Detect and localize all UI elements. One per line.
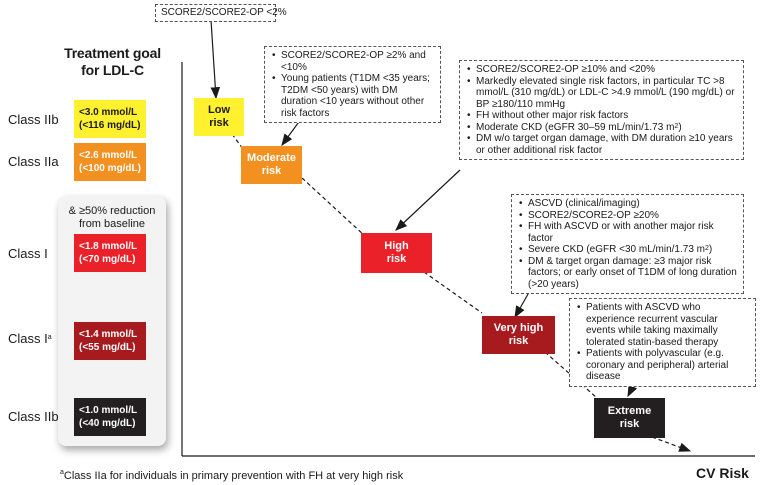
class-label-iib-top: Class IIb: [8, 112, 59, 127]
class-label-i: Class I: [8, 246, 48, 261]
criteria-high-item-4-text: Moderate CKD (eGFR 30–59 mL/min/1.73 m: [476, 121, 675, 133]
criteria-box-high: SCORE2/SCORE2-OP ≥10% and <20% Markedly …: [459, 60, 744, 160]
criteria-moderate-item-2: Young patients (T1DM <35 years; T2DM <50…: [272, 73, 434, 119]
criteria-high-item-4-sup: 2: [674, 122, 679, 130]
criteria-box-extreme: Patients with ASCVD who experience recur…: [569, 298, 756, 387]
criteria-high-item-3: FH without other major risk factors: [467, 110, 737, 122]
goal-box-1-4-line1: <1.4 mmol/L: [79, 329, 138, 340]
risk-box-high-line1: High: [384, 240, 409, 252]
goal-box-2-6-line2: (<100 mg/dL): [79, 163, 141, 174]
criteria-box-low: SCORE2/SCORE2-OP <2%: [155, 4, 287, 22]
criteria-high-item-2: Markedly elevated single risk factors, i…: [467, 76, 737, 111]
criteria-box-very-high: ASCVD (clinical/imaging) SCORE2/SCORE2-O…: [511, 194, 744, 294]
criteria-high-item-5: DM w/o target organ damage, with DM dura…: [467, 133, 737, 156]
class-label-i-a: Class Ia: [8, 331, 68, 347]
risk-box-low-line1: Low: [208, 104, 230, 116]
risk-box-very-high: Very high risk: [482, 316, 555, 354]
criteria-very-high-item-1: ASCVD (clinical/imaging): [519, 198, 737, 210]
risk-box-extreme-line1: Extreme: [607, 405, 652, 417]
class-label-i-a-text: Class I: [8, 331, 48, 346]
goal-box-2-6: <2.6 mmol/L (<100 mg/dL): [74, 143, 146, 181]
footnote-text: Class IIa for individuals in primary pre…: [63, 470, 404, 482]
goal-box-3-0: <3.0 mmol/L (<116 mg/dL): [74, 100, 146, 138]
criteria-high-item-1: SCORE2/SCORE2-OP ≥10% and <20%: [467, 64, 737, 76]
criteria-very-high-item-3: FH with ASCVD or with another major risk…: [519, 221, 737, 244]
goal-box-1-0-line1: <1.0 mmol/L: [79, 405, 138, 416]
criteria-very-high-item-4-sup: 2: [705, 245, 709, 252]
treatment-goal-heading-line1: Treatment goal: [64, 45, 161, 61]
criteria-extreme-item-2: Patients with polyvascular (e.g. coronar…: [577, 348, 749, 383]
goal-box-2-6-line1: <2.6 mmol/L: [79, 150, 138, 161]
risk-box-high-line2: risk: [386, 253, 407, 265]
reduction-note-line2: from baseline: [78, 218, 146, 230]
goal-box-3-0-line2: (<116 mg/dL): [79, 120, 141, 131]
reduction-note-line1: & ≥50% reduction: [68, 205, 156, 217]
risk-box-moderate: Moderate risk: [241, 146, 302, 184]
goal-box-1-0: <1.0 mmol/L (<40 mg/dL): [74, 398, 146, 436]
criteria-high-item-4-close: ): [678, 121, 682, 133]
criteria-box-moderate: SCORE2/SCORE2-OP ≥2% and <10% Young pati…: [264, 46, 441, 123]
goal-box-1-4-line2: (<55 mg/dL): [79, 342, 136, 353]
footnote: aClass IIa for individuals in primary pr…: [60, 469, 404, 482]
risk-box-low: Low risk: [194, 98, 244, 136]
goal-box-1-0-line2: (<40 mg/dL): [79, 418, 136, 429]
criteria-very-high-item-2: SCORE2/SCORE2-OP ≥20%: [519, 210, 737, 222]
footnote-sup: a: [60, 469, 64, 476]
risk-box-low-line2: risk: [209, 117, 229, 129]
risk-box-high: High risk: [361, 233, 432, 273]
risk-box-moderate-line2: risk: [261, 165, 282, 177]
treatment-goal-heading-line2: for LDL-C: [81, 62, 144, 78]
criteria-very-high-item-4: Severe CKD (eGFR <30 mL/min/1.73 m2): [519, 244, 737, 256]
class-label-iia: Class IIa: [8, 154, 59, 169]
risk-box-very-high-line2: risk: [508, 335, 529, 347]
reduction-note: & ≥50% reduction from baseline: [62, 205, 162, 231]
risk-box-moderate-line1: Moderate: [247, 152, 296, 164]
goal-box-1-4: <1.4 mmol/L (<55 mg/dL): [74, 322, 146, 360]
criteria-very-high-item-4-text: Severe CKD (eGFR <30 mL/min/1.73 m: [528, 244, 706, 255]
criteria-moderate-item-1: SCORE2/SCORE2-OP ≥2% and <10%: [272, 50, 434, 73]
goal-box-1-8-line2: (<70 mg/dL): [79, 254, 136, 265]
criteria-very-high-item-5: DM & target organ damage: ≥3 major risk …: [519, 256, 737, 291]
goal-box-3-0-line1: <3.0 mmol/L: [79, 107, 138, 118]
class-label-iib-bottom: Class IIb: [8, 409, 59, 424]
goal-box-1-8: <1.8 mmol/L (<70 mg/dL): [74, 234, 146, 272]
risk-box-extreme-line2: risk: [619, 418, 640, 430]
treatment-goal-heading: Treatment goal for LDL-C: [55, 45, 170, 79]
cv-risk-axis-label: CV Risk: [696, 465, 749, 481]
criteria-extreme-item-1: Patients with ASCVD who experience recur…: [577, 302, 749, 348]
risk-box-very-high-line1: Very high: [493, 322, 544, 334]
risk-box-extreme: Extreme risk: [594, 398, 665, 438]
criteria-high-item-4: Moderate CKD (eGFR 30–59 mL/min/1.73 m2): [467, 121, 737, 134]
goal-box-1-8-line1: <1.8 mmol/L: [79, 241, 138, 252]
class-label-i-a-sup: a: [47, 334, 52, 341]
criteria-very-high-item-4-close: ): [708, 244, 713, 255]
